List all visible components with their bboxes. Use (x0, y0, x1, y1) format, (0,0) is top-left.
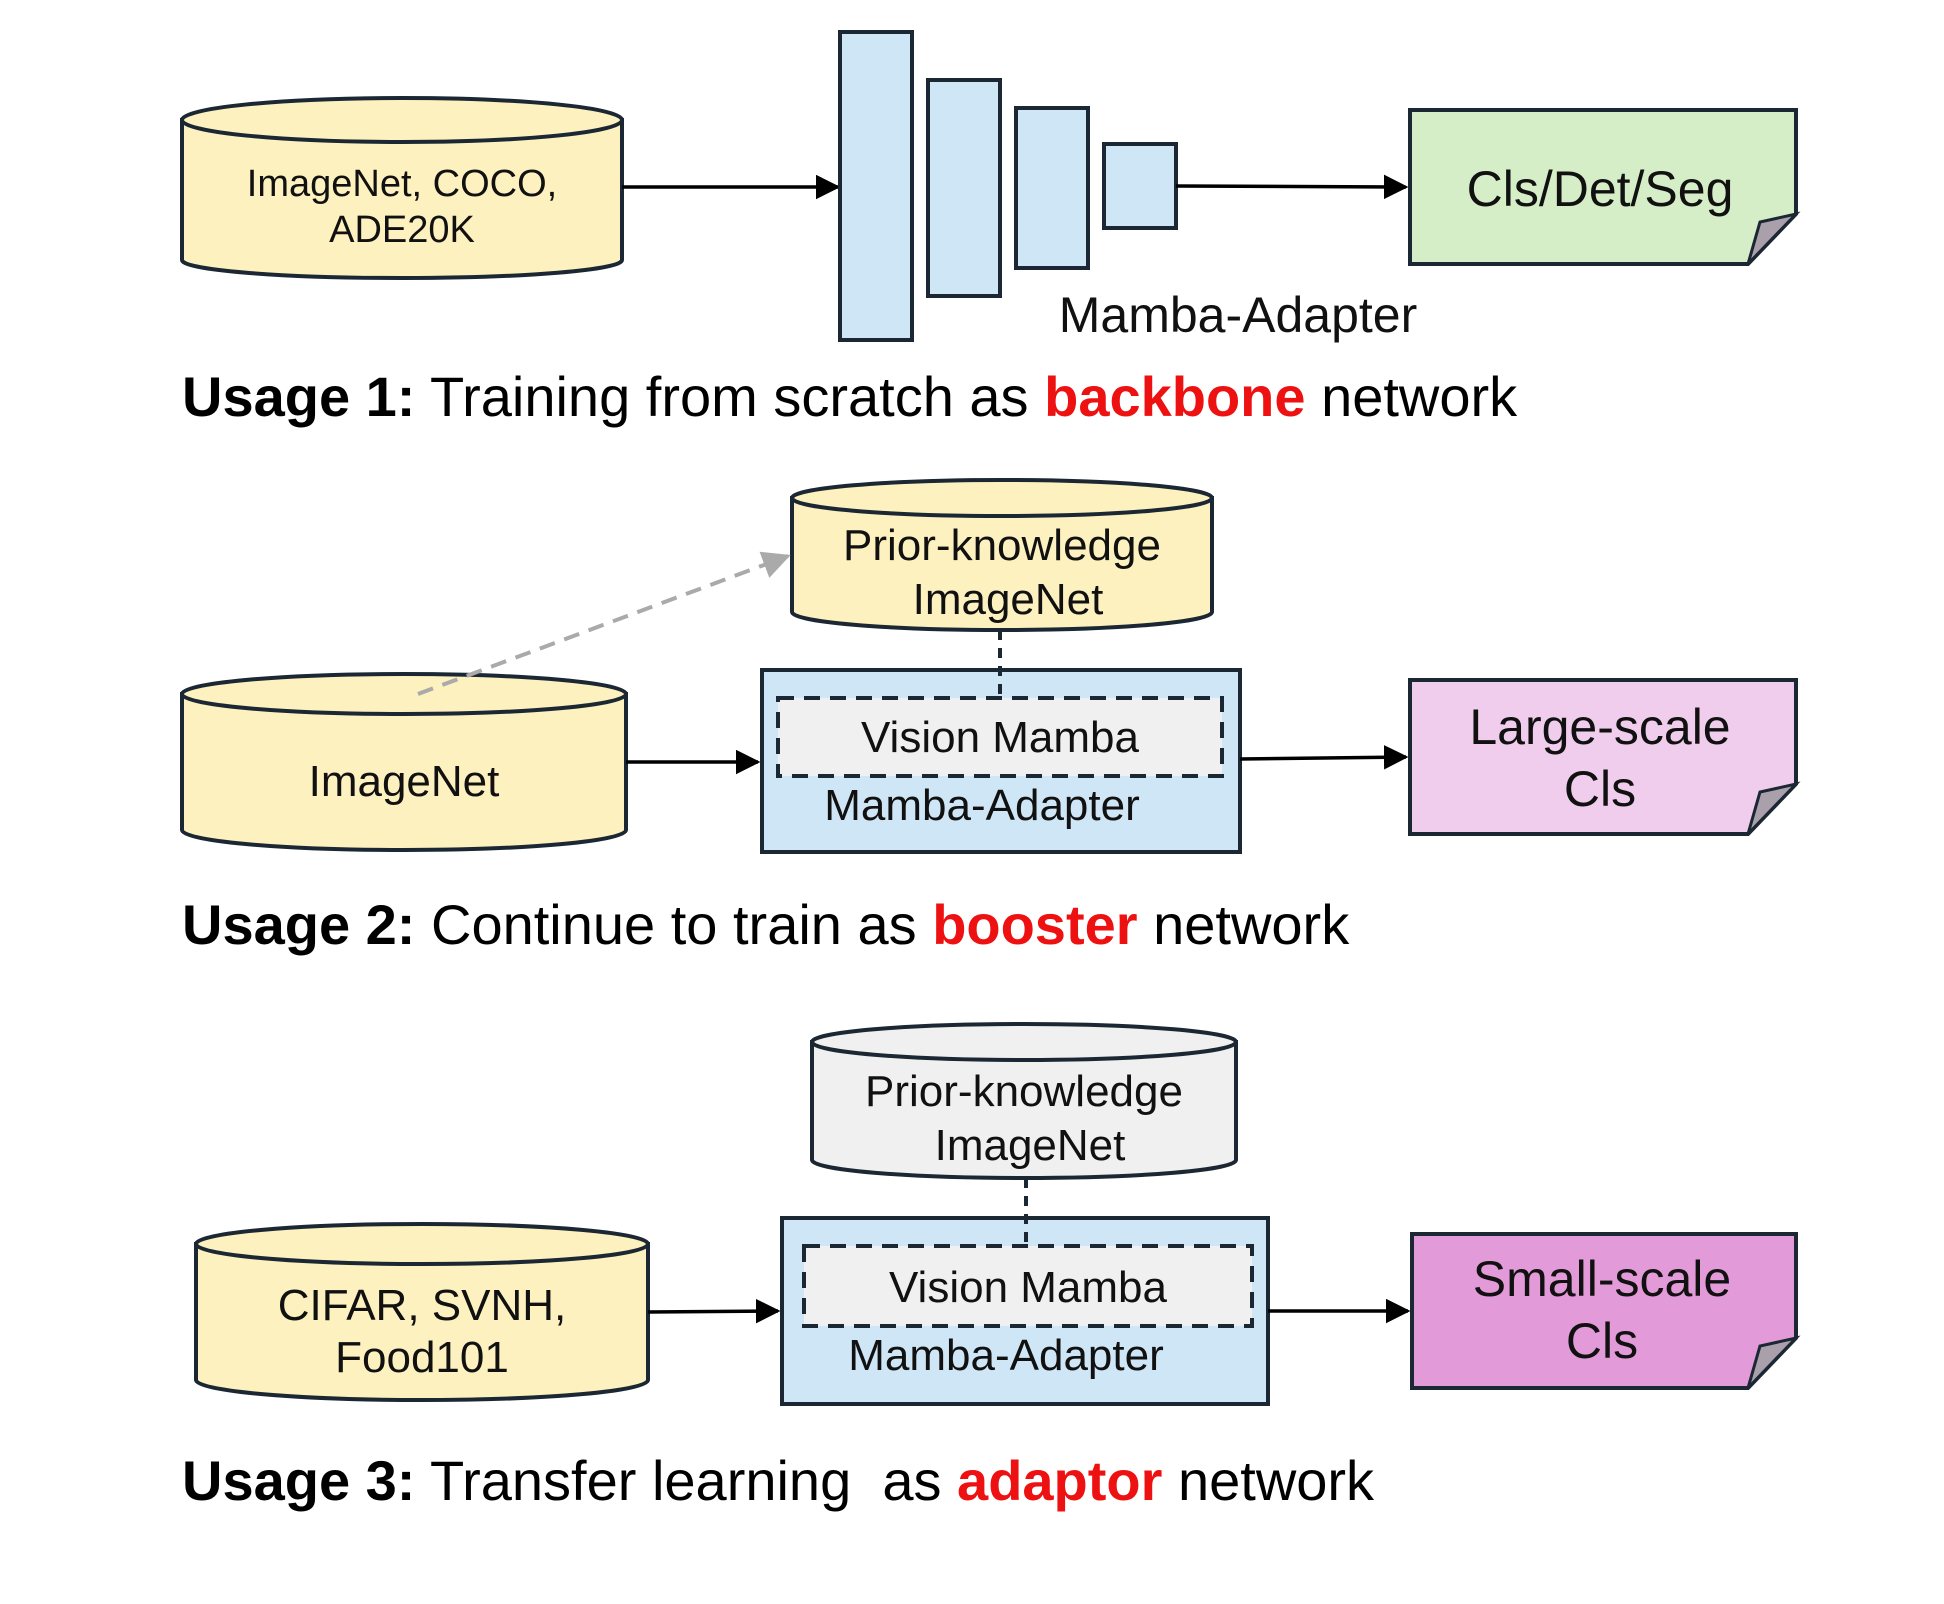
usage2-output-note: Large-scale Cls (1408, 678, 1801, 836)
stage-3 (1014, 106, 1090, 270)
usage2-caption-prefix: Usage 2: (182, 893, 415, 956)
usage1-caption-highlight: backbone (1044, 365, 1305, 428)
stage-4 (1102, 142, 1178, 230)
usage3-prior-line2: ImageNet (935, 1121, 1126, 1170)
usage2-adapter-label: Mamba-Adapter (824, 781, 1139, 830)
usage3-dataset-line1: CIFAR, SVNH, (278, 1281, 567, 1330)
usage2-prior-cylinder: Prior-knowledge ImageNet (790, 478, 1214, 632)
usage3-caption-text: Transfer learning as (415, 1449, 957, 1512)
usage3-caption-highlight: adaptor (957, 1449, 1162, 1512)
usage1-dataset-cylinder: ImageNet, COCO, ADE20K (180, 96, 624, 280)
usage1-caption-prefix: Usage 1: (182, 365, 415, 428)
stage-1 (838, 30, 914, 342)
usage2-output-line2: Cls (1564, 761, 1636, 817)
usage1-dataset-line2: ADE20K (329, 209, 475, 251)
usage1-adapter-stages (838, 30, 1178, 342)
usage1-section: ImageNet, COCO, ADE20K Mamba-Adapter Cls… (180, 30, 1801, 428)
usage2-adapter-box: Vision Mamba Mamba-Adapter (760, 668, 1242, 854)
usage3-output-line2: Cls (1566, 1313, 1638, 1369)
usage2-section: Prior-knowledge ImageNet ImageNet Vision… (180, 478, 1801, 956)
usage3-arrow-in (647, 1298, 781, 1324)
usage3-caption: Usage 3: Transfer learning as adaptor ne… (182, 1449, 1375, 1512)
usage3-caption-prefix: Usage 3: (182, 1449, 415, 1512)
usage2-arrow-out (1239, 745, 1409, 770)
usage2-caption: Usage 2: Continue to train as booster ne… (182, 893, 1350, 956)
usage3-prior-line1: Prior-knowledge (865, 1067, 1183, 1116)
usage3-inner-label: Vision Mamba (889, 1263, 1168, 1312)
usage2-dataset-label: ImageNet (309, 757, 500, 806)
usage3-output-line1: Small-scale (1473, 1251, 1731, 1307)
usage2-output-line1: Large-scale (1469, 699, 1730, 755)
usage3-section: Prior-knowledge ImageNet CIFAR, SVNH, Fo… (182, 1022, 1801, 1512)
usage2-dataset-cylinder: ImageNet (180, 672, 628, 852)
usage2-caption-suffix: network (1138, 893, 1351, 956)
usage2-caption-text: Continue to train as (415, 893, 932, 956)
usage3-prior-cylinder: Prior-knowledge ImageNet (810, 1022, 1238, 1180)
usage2-prior-line1: Prior-knowledge (843, 521, 1161, 570)
usage3-dataset-cylinder: CIFAR, SVNH, Food101 (194, 1222, 650, 1402)
usage1-caption-text: Training from scratch as (415, 365, 1044, 428)
usage2-inner-label: Vision Mamba (861, 713, 1140, 762)
usage1-dataset-line1: ImageNet, COCO, (247, 163, 557, 205)
usage2-dashed-arrow (417, 551, 791, 696)
usage1-output-label: Cls/Det/Seg (1467, 161, 1734, 217)
usage3-dataset-line2: Food101 (335, 1333, 509, 1382)
usage2-prior-line2: ImageNet (913, 575, 1104, 624)
stage-2 (926, 78, 1002, 298)
usage1-caption: Usage 1: Training from scratch as backbo… (182, 365, 1518, 428)
usage3-output-note: Small-scale Cls (1410, 1232, 1801, 1390)
usage1-output-note: Cls/Det/Seg (1408, 108, 1801, 266)
usage3-adapter-box: Vision Mamba Mamba-Adapter (780, 1216, 1270, 1406)
usage3-adapter-label: Mamba-Adapter (848, 1331, 1163, 1380)
usage1-arrow-out (1175, 174, 1409, 200)
usage3-caption-suffix: network (1162, 1449, 1375, 1512)
usage1-adapter-label: Mamba-Adapter (1059, 287, 1418, 343)
usage2-vision-mamba-box (776, 696, 1224, 778)
usage2-caption-highlight: booster (932, 893, 1137, 956)
usage3-vision-mamba-box (802, 1244, 1254, 1328)
usage1-caption-suffix: network (1306, 365, 1519, 428)
